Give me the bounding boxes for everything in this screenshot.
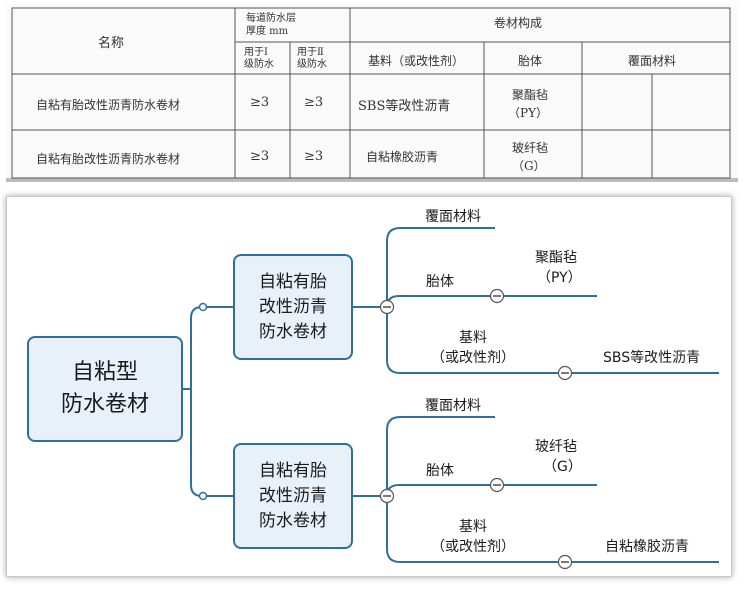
carrier-header: 胎体 bbox=[518, 54, 543, 68]
row2-grade2: ≥3 bbox=[304, 149, 324, 164]
branch1-base-value[interactable]: SBS等改性沥青 bbox=[603, 350, 701, 366]
row2-name: 自粘有胎改性沥青防水卷材 bbox=[36, 152, 181, 166]
branch1-carrier-value-line1[interactable]: 聚酯毡 bbox=[535, 250, 577, 266]
branch1-node-line3: 防水卷材 bbox=[259, 321, 327, 342]
branch1-base-label-line2: （或改性剂） bbox=[431, 350, 515, 366]
branch2-node-line1: 自粘有胎 bbox=[259, 460, 327, 481]
material-composition-table: 名称 每道防水层 厚度 mm 卷材构成 用于Ⅰ 级防水 用于Ⅱ 级防水 基料（或… bbox=[6, 4, 738, 182]
branch1-node[interactable]: 自粘有胎 改性沥青 防水卷材 bbox=[233, 254, 353, 360]
root-node-line1: 自粘型 bbox=[71, 360, 138, 385]
mind-map-connectors bbox=[183, 227, 719, 570]
grade1-header-line1: 用于Ⅰ bbox=[244, 47, 268, 58]
thickness-header-line2: 厚度 mm bbox=[246, 26, 289, 37]
branch2-node[interactable]: 自粘有胎 改性沥青 防水卷材 bbox=[233, 443, 353, 549]
grade2-header-line1: 用于Ⅱ bbox=[297, 47, 324, 58]
branch2-carrier-label[interactable]: 胎体 bbox=[426, 463, 454, 479]
row1-name: 自粘有胎改性沥青防水卷材 bbox=[36, 98, 181, 112]
root-node-line2: 防水卷材 bbox=[60, 392, 149, 417]
branch1-carrier-value-line2: （PY） bbox=[537, 270, 582, 286]
branch1-node-line2: 改性沥青 bbox=[259, 296, 327, 317]
branch1-joint bbox=[198, 302, 208, 312]
branch1-node-line1: 自粘有胎 bbox=[259, 271, 327, 292]
branch2-base-value[interactable]: 自粘橡胶沥青 bbox=[605, 539, 689, 555]
table-grid bbox=[11, 7, 731, 179]
row2-base: 自粘橡胶沥青 bbox=[366, 150, 439, 164]
cover-header: 覆面材料 bbox=[628, 54, 677, 68]
row2-carrier-line1: 玻纤毡 bbox=[512, 141, 549, 155]
row2-grade1: ≥3 bbox=[250, 149, 270, 164]
mind-map-panel: 自粘型 防水卷材 自粘有胎 改性沥青 防水卷材 自粘有胎 改性沥青 防水卷材 覆… bbox=[6, 196, 732, 577]
branch2-base-label-line1[interactable]: 基料 bbox=[459, 519, 487, 535]
name-header: 名称 bbox=[98, 36, 125, 51]
branch1-base-label-line1[interactable]: 基料 bbox=[459, 330, 487, 346]
branch2-carrier-value-line1[interactable]: 玻纤毡 bbox=[535, 439, 577, 455]
row1-base: SBS等改性沥青 bbox=[358, 99, 451, 114]
branch1-carrier-label[interactable]: 胎体 bbox=[426, 274, 454, 290]
grade2-header-line2: 级防水 bbox=[297, 59, 327, 70]
branch2-node-line2: 改性沥青 bbox=[259, 485, 327, 506]
branch2-base-label-line2: （或改性剂） bbox=[431, 539, 515, 555]
row2-carrier-line2: （G） bbox=[512, 159, 546, 173]
thickness-header-line1: 每道防水层 bbox=[246, 13, 296, 24]
branch2-carrier-value-line2: （G） bbox=[543, 459, 582, 475]
row1-grade1: ≥3 bbox=[250, 95, 270, 110]
material-header: 卷材构成 bbox=[494, 16, 543, 30]
branch1-cover-label[interactable]: 覆面材料 bbox=[425, 209, 481, 225]
branch2-joint bbox=[198, 491, 208, 501]
row1-carrier-line2: （PY） bbox=[508, 106, 548, 120]
root-node[interactable]: 自粘型 防水卷材 bbox=[27, 336, 183, 442]
row1-carrier-line1: 聚酯毡 bbox=[512, 88, 549, 102]
grade1-header-line2: 级防水 bbox=[244, 59, 274, 70]
row1-grade2: ≥3 bbox=[304, 95, 324, 110]
branch2-cover-label[interactable]: 覆面材料 bbox=[425, 398, 481, 414]
branch2-node-line3: 防水卷材 bbox=[259, 510, 327, 531]
base-header: 基料（或改性剂） bbox=[368, 54, 465, 68]
